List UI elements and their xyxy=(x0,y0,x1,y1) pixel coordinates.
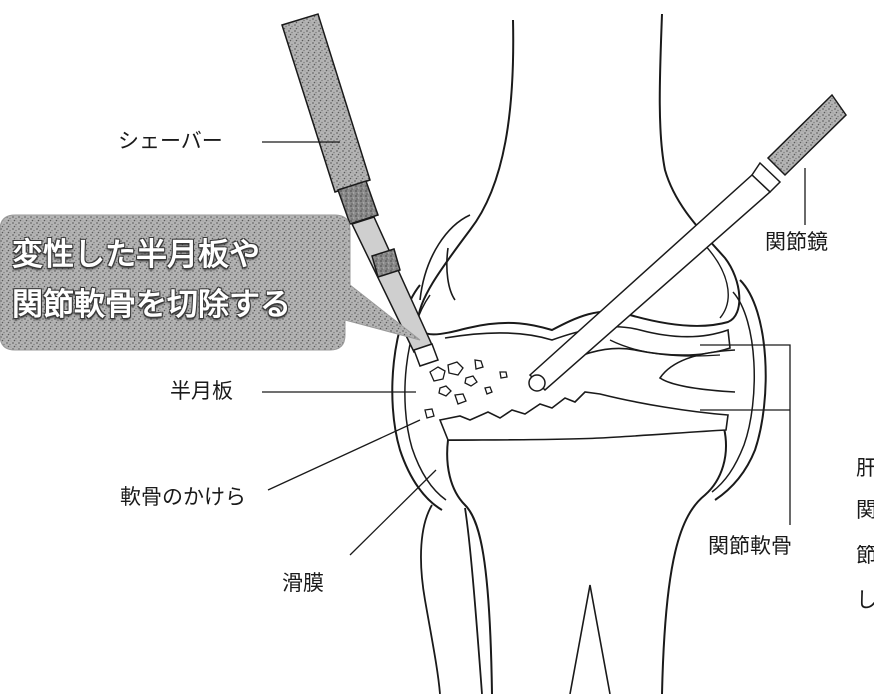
tibia-outline xyxy=(447,428,726,694)
leader-cartilage-fragments xyxy=(268,420,420,490)
cartilage-fragments xyxy=(425,360,507,418)
label-synovium: 滑膜 xyxy=(282,573,324,594)
leader-synovium xyxy=(350,470,436,555)
femur-outline xyxy=(418,14,739,334)
label-meniscus: 半月板 xyxy=(170,381,233,402)
callout-line-1: 変性した半月板や xyxy=(12,240,260,271)
side-text-4: し xyxy=(856,590,874,611)
fibula-outline xyxy=(421,505,482,694)
side-text-1: 肝 xyxy=(856,458,874,479)
label-arthroscope: 関節鏡 xyxy=(765,232,828,253)
label-shaver: シェーバー xyxy=(118,131,223,152)
patella-outline xyxy=(420,215,470,300)
label-articular-cartilage: 関節軟骨 xyxy=(708,536,792,557)
callout-line-2: 関節軟骨を切除する xyxy=(12,290,291,321)
label-cartilage-fragments: 軟骨のかけら xyxy=(120,487,246,508)
side-text-2: 関 xyxy=(856,500,874,521)
tibial-cartilage-damaged xyxy=(440,392,728,440)
side-text-3: 節 xyxy=(856,545,874,566)
